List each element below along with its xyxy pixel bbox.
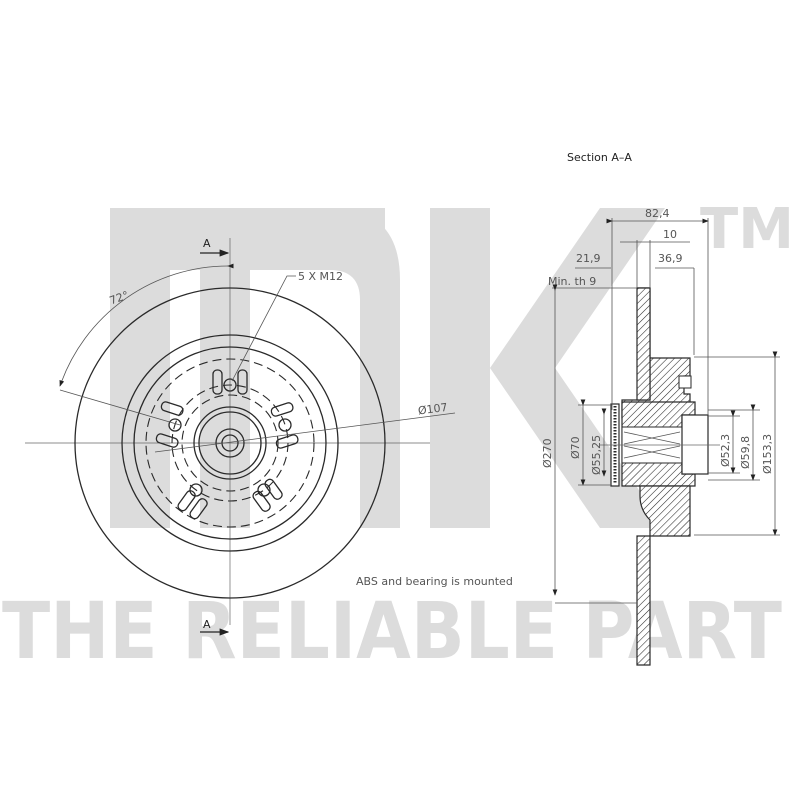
dim-bore-diameter: Ø52,3 <box>719 434 732 467</box>
section-view: Section A–A 82,4 10 21,9 36,9 <box>356 151 780 666</box>
dim-centering-diameter: Ø59,8 <box>739 436 752 469</box>
dim-bearing-outer: Ø55,25 <box>590 435 603 475</box>
dim-overall-height: 82,4 <box>645 207 670 220</box>
dim-disc-diameter: Ø270 <box>541 438 554 468</box>
dim-abs-ring-diameter: Ø70 <box>569 436 582 459</box>
bolt-spec-label: 5 X M12 <box>298 270 343 283</box>
dim-hat-diameter: Ø153,3 <box>761 434 774 474</box>
assembly-note: ABS and bearing is mounted <box>356 575 513 588</box>
section-title: Section A–A <box>567 151 632 164</box>
pcd-label: Ø107 <box>417 401 448 418</box>
dim-flange-offset: 10 <box>663 228 677 241</box>
dim-left-offset: 21,9 <box>576 252 601 265</box>
trademark-watermark: TM <box>700 197 794 262</box>
dim-right-offset: 36,9 <box>658 252 683 265</box>
section-marker-bottom: A <box>203 618 211 631</box>
section-marker-top: A <box>203 237 211 250</box>
angle-label: 72° <box>108 289 131 308</box>
front-view: A A 72° 5 X M12 Ø107 <box>25 237 456 636</box>
dim-min-thickness: Min. th 9 <box>548 275 596 288</box>
slogan-watermark: THE RELIABLE PART <box>2 587 782 677</box>
